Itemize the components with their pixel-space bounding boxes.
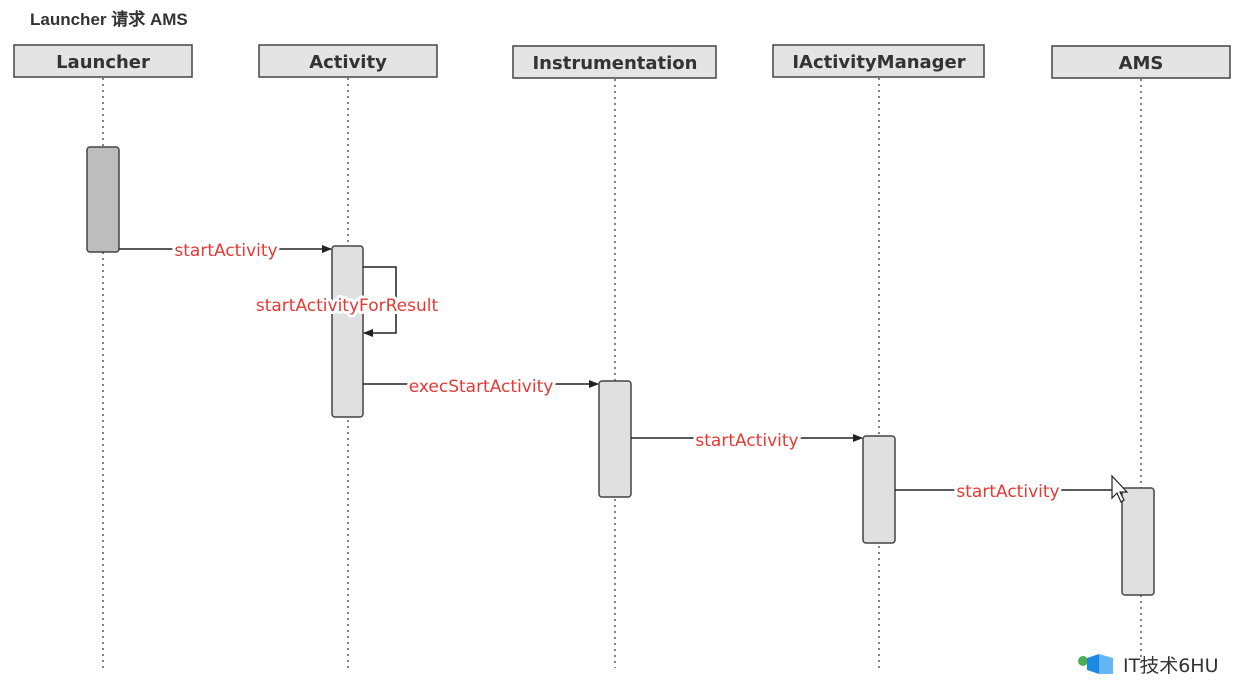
message-label-4: startActivity [695, 431, 798, 451]
lifeline-head-iactivitymanager: IActivityManager [772, 44, 985, 78]
message-label-3: execStartActivity [409, 377, 554, 397]
activation-instrumentation [598, 380, 632, 498]
message-label-1: startActivity [174, 241, 277, 261]
mouse-cursor-icon [1111, 474, 1129, 503]
watermark-text: IT技术6HU [1123, 654, 1219, 677]
message-label-2: startActivityForResult [256, 296, 439, 316]
lifeline-label-activity: Activity [309, 52, 387, 73]
lifeline-label-launcher: Launcher [56, 52, 150, 73]
activation-ams [1121, 487, 1155, 596]
lifeline-head-activity: Activity [258, 44, 438, 78]
watermark: IT技术6HU [1077, 650, 1219, 678]
message-arrow-2-self [363, 266, 397, 337]
lifeline-label-instrumentation: Instrumentation [532, 53, 697, 74]
watermark-logo-icon [1078, 654, 1113, 674]
lifeline-head-launcher: Launcher [13, 44, 193, 78]
lifeline-label-ams: AMS [1119, 53, 1164, 74]
message-label-5: startActivity [956, 482, 1059, 502]
activation-launcher [86, 146, 120, 253]
activation-iactivitymanager [862, 435, 896, 544]
lifeline-head-ams: AMS [1051, 45, 1231, 79]
activation-activity [331, 245, 364, 418]
lifeline-label-iactivitymanager: IActivityManager [792, 52, 965, 73]
lifeline-head-instrumentation: Instrumentation [512, 45, 717, 79]
diagram-title: Launcher 请求 AMS [30, 10, 188, 29]
